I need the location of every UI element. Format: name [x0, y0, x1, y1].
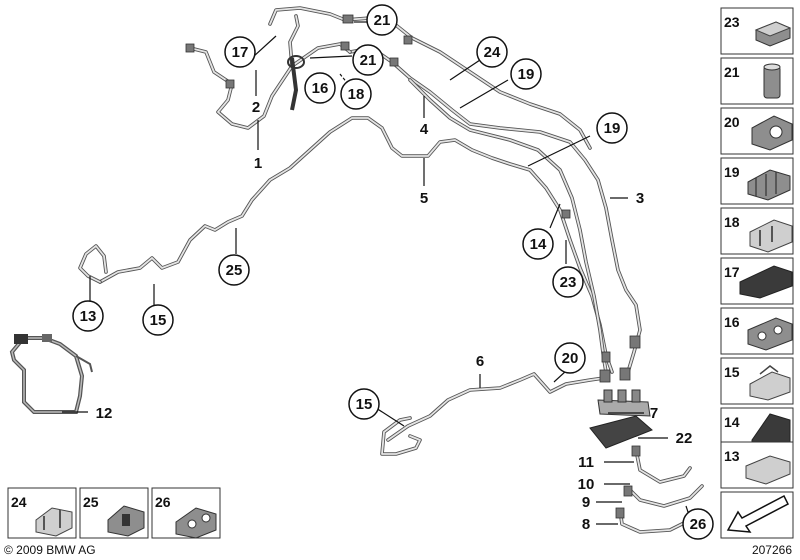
- callout-label: 19: [518, 66, 535, 83]
- label-3[interactable]: 3: [636, 190, 644, 207]
- drawing-number: 207266: [752, 543, 792, 557]
- label-9[interactable]: 9: [582, 494, 590, 511]
- bottom-part-label: 26: [155, 494, 171, 510]
- protection-mat: [589, 415, 653, 449]
- label-11[interactable]: 11: [578, 454, 594, 471]
- callout-26[interactable]: 26: [682, 508, 714, 540]
- callout-13[interactable]: 13: [72, 300, 104, 332]
- bottom-part-24[interactable]: 24: [7, 487, 77, 539]
- callout-label: 15: [356, 396, 373, 413]
- callout-24[interactable]: 24: [476, 36, 508, 68]
- bottom-parts-panel: 24 25 26: [7, 487, 221, 539]
- brake-pipes: [9, 6, 704, 534]
- callout-label: 24: [484, 44, 501, 61]
- callout-label: 25: [226, 262, 243, 279]
- bottom-part-label: 24: [11, 494, 27, 510]
- callout-18[interactable]: 18: [340, 78, 372, 110]
- callout-label: 14: [530, 236, 547, 253]
- label-22[interactable]: 22: [676, 430, 693, 447]
- side-part-16[interactable]: 16: [720, 307, 794, 355]
- side-parts-panel: 23 21 20 19 18: [720, 7, 794, 539]
- side-part-17[interactable]: 17: [720, 257, 794, 305]
- callout-label: 23: [560, 274, 577, 291]
- side-part-label: 15: [724, 364, 740, 380]
- side-part-label: 23: [724, 14, 740, 30]
- side-part-label: 20: [724, 114, 740, 130]
- callout-label: 20: [562, 350, 579, 367]
- side-part-20[interactable]: 20: [720, 107, 794, 155]
- side-part-label: 14: [724, 414, 740, 430]
- bottom-part-25[interactable]: 25: [79, 487, 149, 539]
- callout-label: 13: [80, 308, 97, 325]
- side-part-label: 18: [724, 214, 740, 230]
- label-7[interactable]: 7: [650, 405, 658, 422]
- bottom-part-label: 25: [83, 494, 99, 510]
- pipe-fittings: [185, 14, 641, 519]
- direction-arrow-icon: [726, 494, 789, 533]
- callout-label: 16: [312, 80, 329, 97]
- side-part-15[interactable]: 15: [720, 357, 794, 405]
- side-part-label: 17: [724, 264, 740, 280]
- orientation-arrow-box: [720, 491, 794, 539]
- callout-label: 21: [374, 12, 391, 29]
- callout-15-bottom[interactable]: 15: [348, 388, 380, 420]
- side-part-19[interactable]: 19: [720, 157, 794, 205]
- callout-label: 15: [150, 312, 167, 329]
- side-part-13[interactable]: 13: [720, 441, 794, 489]
- label-10[interactable]: 10: [578, 476, 595, 493]
- side-part-label: 21: [724, 64, 740, 80]
- callout-19-top[interactable]: 19: [510, 58, 542, 90]
- callout-25[interactable]: 25: [218, 254, 250, 286]
- side-part-18[interactable]: 18: [720, 207, 794, 255]
- callout-label: 26: [690, 516, 707, 533]
- distribution-block: [597, 389, 651, 417]
- side-part-label: 13: [724, 448, 740, 464]
- callout-21-mid[interactable]: 21: [352, 44, 384, 76]
- callout-16[interactable]: 16: [304, 72, 336, 104]
- side-part-23[interactable]: 23: [720, 7, 794, 55]
- callout-label: 19: [604, 120, 621, 137]
- side-part-label: 19: [724, 164, 740, 180]
- bottom-part-26[interactable]: 26: [151, 487, 221, 539]
- side-part-21[interactable]: 21: [720, 57, 794, 105]
- callout-label: 18: [348, 86, 365, 103]
- callout-23[interactable]: 23: [552, 266, 584, 298]
- label-6[interactable]: 6: [476, 353, 484, 370]
- callout-20[interactable]: 20: [554, 342, 586, 374]
- callout-14[interactable]: 14: [522, 228, 554, 260]
- callout-17[interactable]: 17: [224, 36, 256, 68]
- label-4[interactable]: 4: [420, 121, 429, 138]
- leader-lines: [62, 21, 691, 525]
- part-number-labels: 1 2 4 5 3 6 7 22 12 11 10 9 8: [96, 99, 693, 533]
- label-1[interactable]: 1: [254, 155, 262, 172]
- side-part-label: 16: [724, 314, 740, 330]
- label-2[interactable]: 2: [252, 99, 260, 116]
- callout-15-left[interactable]: 15: [142, 304, 174, 336]
- copyright-text: © 2009 BMW AG: [4, 543, 96, 557]
- callout-21-top[interactable]: 21: [366, 4, 398, 36]
- label-5[interactable]: 5: [420, 190, 428, 207]
- callout-label: 17: [232, 44, 249, 61]
- callout-19-right[interactable]: 19: [596, 112, 628, 144]
- label-8[interactable]: 8: [582, 516, 590, 533]
- label-12[interactable]: 12: [96, 405, 113, 422]
- callout-label: 21: [360, 52, 377, 69]
